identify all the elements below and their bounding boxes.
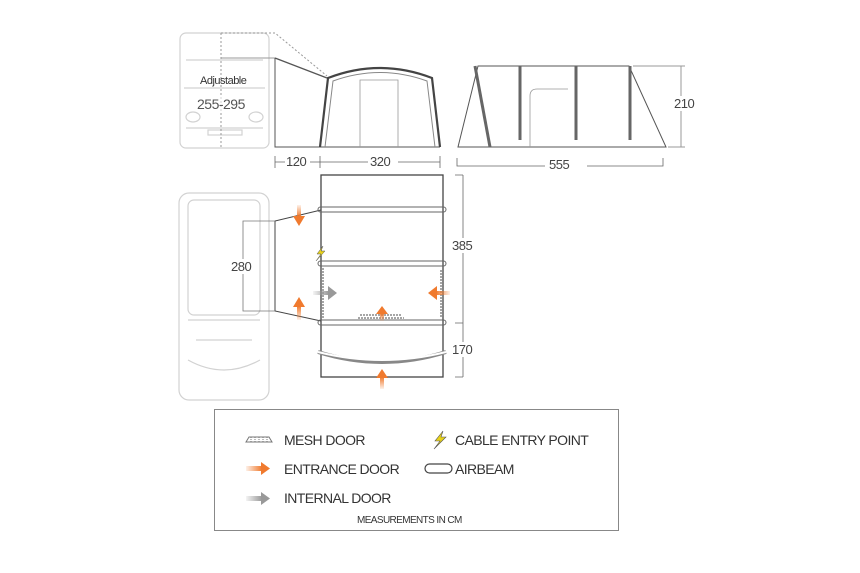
entrance-door-arrow-front-inner — [376, 306, 388, 321]
legend-entrance-door: ENTRANCE DOOR — [284, 461, 400, 477]
legend-footer: MEASUREMENTS IN CM — [357, 515, 462, 526]
dim-porch-depth: 170 — [452, 342, 473, 357]
vehicle-front-view — [179, 32, 270, 149]
entrance-door-arrow-tunnel-bottom — [293, 297, 305, 320]
mesh-door-icon — [245, 436, 273, 443]
legend-airbeam: AIRBEAM — [455, 461, 514, 477]
adjustable-label: Adjustable — [200, 75, 247, 87]
airbeam-icon — [424, 463, 453, 474]
internal-door-arrow — [313, 286, 337, 300]
entrance-door-arrow-tunnel-top — [293, 205, 305, 226]
dim-tunnel-width: 280 — [231, 259, 252, 274]
dim-height: 210 — [674, 96, 695, 111]
legend — [214, 409, 619, 531]
tunnel-plan — [242, 209, 322, 322]
legend-internal-door: INTERNAL DOOR — [284, 490, 391, 506]
entrance-door-arrow-right — [428, 286, 450, 300]
dimension-lines-top — [274, 156, 664, 168]
dim-length: 555 — [549, 157, 570, 172]
tent-side-view — [457, 65, 685, 148]
tent-front-view — [318, 66, 442, 148]
legend-mesh-door: MESH DOOR — [284, 432, 366, 448]
adjustable-range: 255-295 — [197, 96, 245, 112]
cable-entry-icon-legend — [433, 430, 447, 450]
dim-main-depth: 385 — [452, 238, 473, 253]
dim-width: 320 — [370, 154, 391, 169]
entrance-door-arrow-icon — [246, 462, 270, 475]
legend-cable-entry: CABLE ENTRY POINT — [455, 432, 589, 448]
tunnel-side — [220, 32, 440, 148]
internal-door-arrow-icon — [246, 492, 270, 505]
entrance-door-arrow-front — [376, 369, 388, 389]
cable-entry-icon — [315, 245, 326, 262]
vehicle-top-view — [178, 192, 270, 401]
dim-tunnel: 120 — [286, 154, 307, 169]
